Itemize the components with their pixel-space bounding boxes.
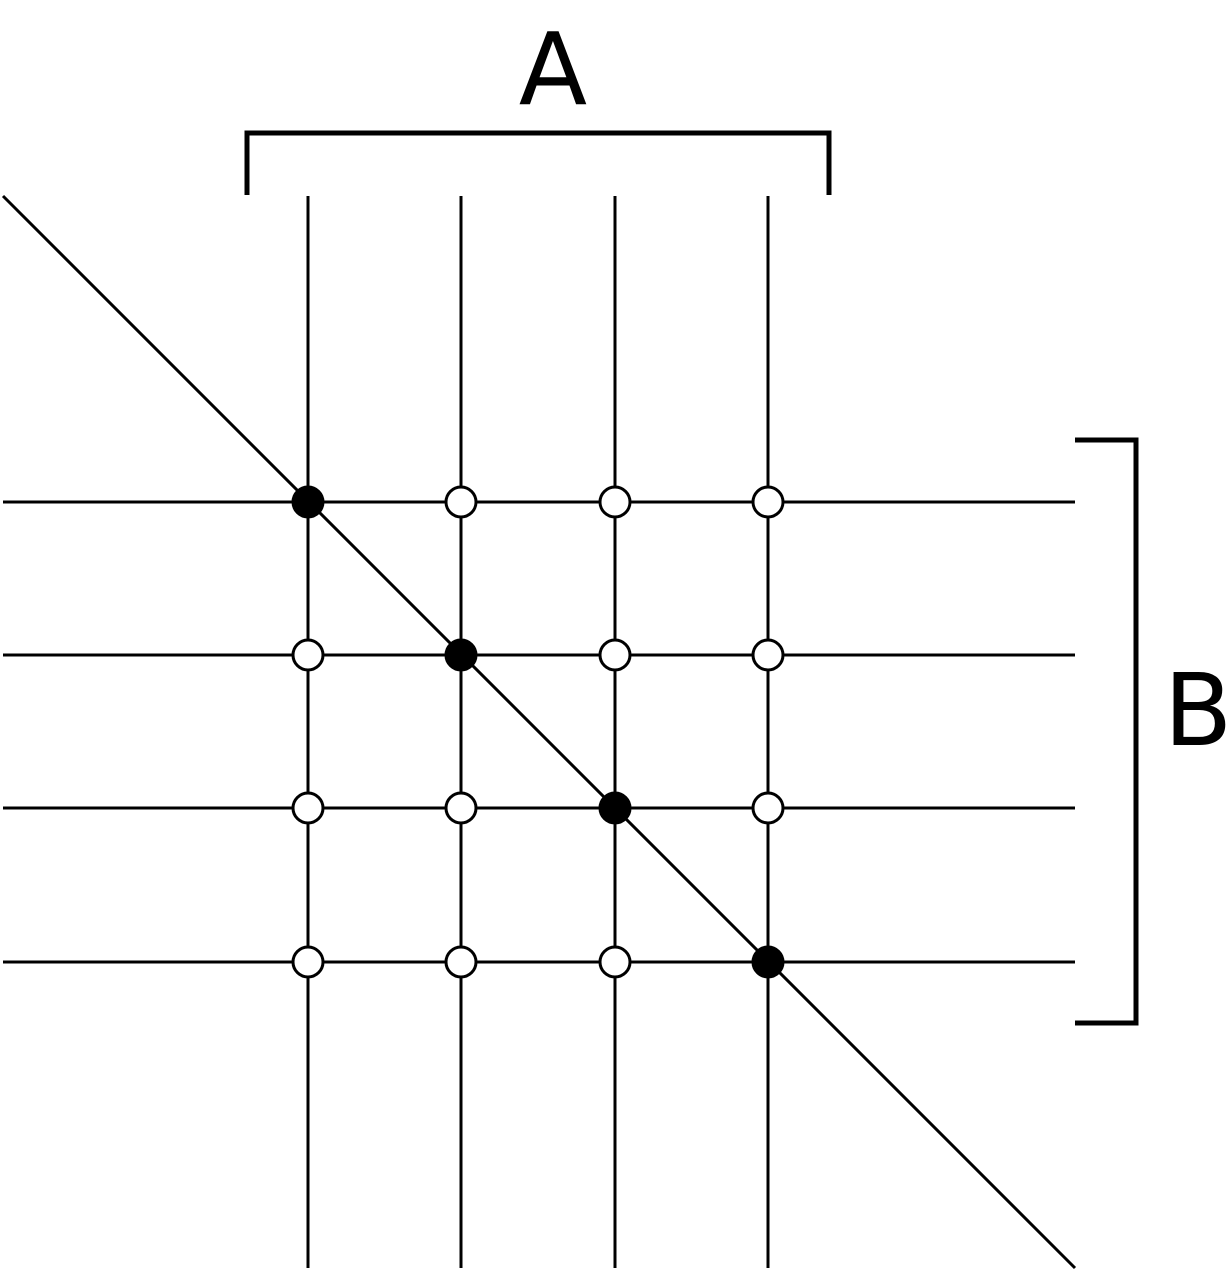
filled-node-r3-c3: [598, 791, 632, 825]
crosspoint-nodes: [291, 485, 785, 979]
open-node-r2-c3: [598, 638, 632, 672]
open-node-r3-c2: [444, 791, 478, 825]
open-node-r1-c3: [598, 485, 632, 519]
filled-node-r1-c1: [291, 485, 325, 519]
open-node-r4-c2: [444, 945, 478, 979]
open-node-r2-c1: [291, 638, 325, 672]
column-lines: [306, 196, 770, 1268]
filled-node-r4-c4: [751, 945, 785, 979]
diagonal-line: [1, 194, 1077, 1270]
open-node-r3-c4: [751, 791, 785, 825]
column-bracket: [244, 130, 832, 195]
open-node-r1-c4: [751, 485, 785, 519]
filled-node-r2-c2: [444, 638, 478, 672]
row-lines: [3, 500, 1075, 964]
open-node-r1-c2: [444, 485, 478, 519]
open-node-r4-c3: [598, 945, 632, 979]
row-bracket-label: B: [1164, 652, 1228, 769]
open-node-r3-c1: [291, 791, 325, 825]
column-bracket-label: A: [519, 11, 587, 128]
row-bracket: [1075, 437, 1139, 1026]
open-node-r4-c1: [291, 945, 325, 979]
open-node-r2-c4: [751, 638, 785, 672]
